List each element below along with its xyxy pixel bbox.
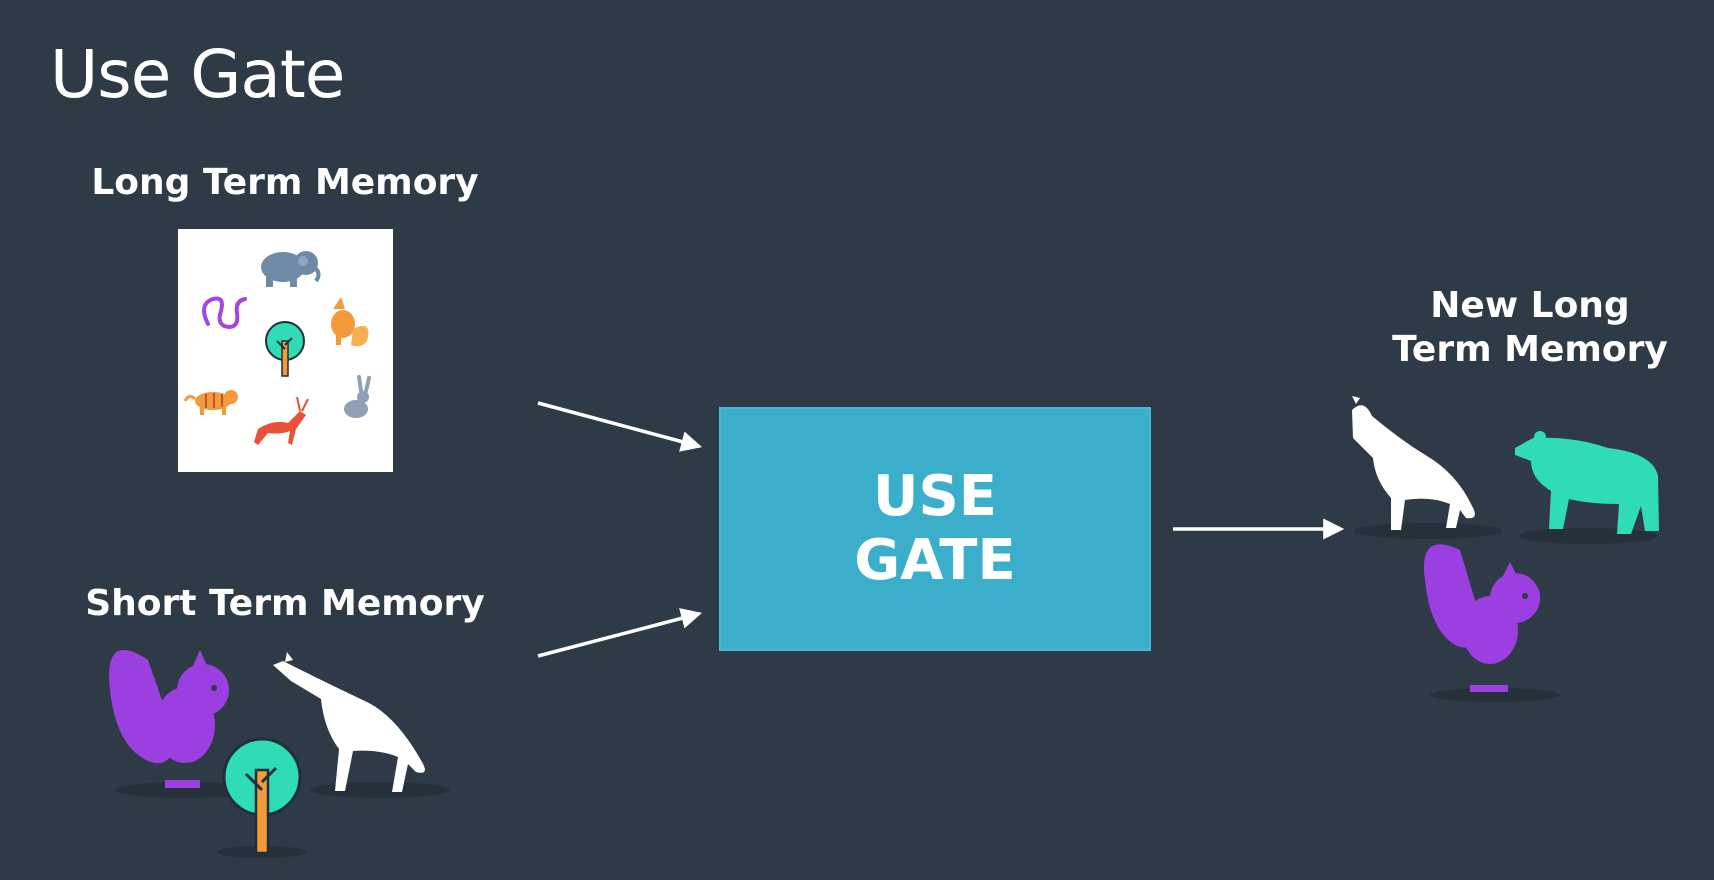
- long-term-memory-card: [178, 229, 393, 472]
- short-term-memory-label: Short Term Memory: [85, 583, 485, 624]
- squirrel-icon: [109, 650, 255, 798]
- tree-icon: [265, 321, 305, 377]
- gate-label-line2: GATE: [854, 528, 1016, 593]
- squirrel-icon: [1424, 544, 1560, 702]
- arrow-ltm-to-gate: [537, 401, 703, 452]
- slide-title: Use Gate: [50, 36, 345, 113]
- wolf-icon: [1352, 396, 1503, 539]
- output-label-line2: Term Memory: [1392, 329, 1668, 370]
- output-label-line1: New Long: [1430, 285, 1630, 326]
- long-term-memory-label: Long Term Memory: [91, 162, 479, 203]
- rabbit-icon: [344, 375, 371, 418]
- use-gate-box: USE GATE: [719, 407, 1151, 651]
- deer-icon: [254, 396, 309, 445]
- fox-icon: [331, 297, 369, 347]
- wolf-icon: [273, 652, 450, 798]
- elephant-icon: [261, 251, 321, 287]
- snake-icon: [202, 296, 247, 330]
- bear-icon: [1515, 431, 1659, 544]
- new-long-term-memory-label: New Long Term Memory: [1360, 284, 1700, 372]
- gate-label-line1: USE: [872, 464, 998, 529]
- tree-icon: [217, 737, 307, 858]
- tiger-icon: [183, 390, 238, 415]
- arrow-stm-to-gate: [537, 608, 703, 658]
